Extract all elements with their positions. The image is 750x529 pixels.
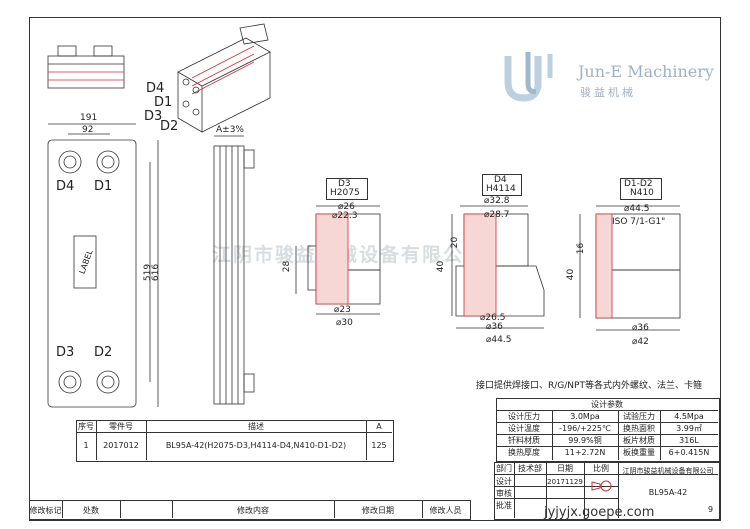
conn-d1d2-dim-1: ⌀44.5 [624,204,650,214]
conn-d1d2-code: N410 [630,188,654,198]
tb-footer-model: 9 [708,505,714,514]
design-params-title: 设计参数 [591,400,623,409]
dim-total-height: 616 [151,263,162,282]
conn-d1d2-tag [620,178,662,200]
conn-d4-tag [482,174,522,196]
conn-d4-dim-1: ⌀32.8 [484,196,510,206]
param-value-2: 4.5Mpa [674,412,704,421]
param-value-6: 316L [679,436,699,445]
conn-d4-dim-5: ⌀26.5 [480,313,506,323]
param-value-8: 6+0.415N [668,448,710,457]
bom-row-part: 2017012 [103,441,139,450]
conn-d4-dim-6: ⌀36 [486,322,503,332]
design-params-table [496,398,720,462]
param-label-5: 钎料材质 [508,436,540,445]
conn-d3-dim-4: ⌀23 [334,305,351,315]
param-label-6: 板片材质 [623,436,655,445]
conn-d3-name: D3 [338,179,351,189]
conn-d4-dim-2: ⌀28.7 [484,210,510,220]
bom-header-a: A [376,422,382,431]
conn-d4-dim-4: 20 [450,236,461,249]
bom-header-desc: 描述 [248,422,264,431]
conn-d1d2-dim-5: ⌀36 [632,323,649,333]
tb-date: 20171129 [547,478,583,486]
side-thickness-label: A±3% [216,125,244,135]
conn-d4-name: D4 [494,175,507,185]
param-value-1: 3.0Mpa [570,412,600,421]
tb-scale-label: 比例 [593,464,609,473]
revision-content: 修改内容 [237,506,269,515]
param-value-5: 99.9%铜 [568,436,602,445]
conn-d3-dim-1: ⌀26 [338,202,355,212]
iso-port-d3: D3 [144,109,163,124]
tb-row-approve: 批准 [496,501,512,510]
dim-port-spacing: 92 [82,125,94,135]
bom-header-part: 零件号 [109,422,133,431]
conn-d3-dim-3: 28 [282,260,293,273]
dim-outer-width: 191 [80,113,98,123]
conn-d1d2-dim-2: ISO 7/1-G1" [612,217,666,227]
title-block [494,462,720,520]
conn-d4-code: H4114 [486,184,516,194]
param-label-8: 板换重量 [623,448,655,457]
bom-table [76,420,394,462]
param-label-2: 试验压力 [623,412,655,421]
tb-company: 江阴市骏益机械设备有限公司 [622,467,714,475]
brand-name-cn: 骏益机械 [580,86,636,99]
sheet-border [29,17,721,521]
conn-d1d2-name: D1-D2 [624,179,653,189]
revision-person: 修改人员 [429,506,462,515]
conn-d1d2-dim-4: 40 [566,268,577,281]
brand-name-en: Jun-E Machinery [578,62,714,81]
tb-tech-label: 技术部 [518,464,542,473]
revision-date: 修改日期 [362,506,394,515]
revision-mark: 修改标记 [29,506,62,515]
param-label-4: 换热面积 [623,424,655,433]
conn-d3-tag [326,178,368,200]
iso-port-d2: D2 [160,119,179,134]
conn-d1d2-dim-6: ⌀42 [632,337,649,347]
bom-row-desc: BL95A-42(H2075-D3,H4114-D4,N410-D1-D2) [165,441,347,450]
iso-port-d1: D1 [154,95,173,110]
conn-d3-code: H2075 [330,188,360,198]
brand-logo-icon [504,52,553,102]
bom-row-a: 125 [371,441,387,450]
tb-model: BL95A-42 [648,488,688,497]
front-port-d2: D2 [94,345,113,360]
front-port-d3: D3 [56,345,75,360]
connection-note: 接口提供焊接口、R/G/NPT等各式内外螺纹、法兰、卡箍 [476,381,702,391]
param-value-4: 3.99㎡ [676,424,702,433]
iso-port-d4: D4 [146,81,165,96]
tb-row-review: 审核 [496,489,512,498]
param-value-3: -196/+225℃ [559,424,611,433]
bom-header-no: 序号 [78,422,94,431]
revision-count: 处数 [83,506,99,515]
param-label-7: 换热厚度 [508,448,540,457]
bom-row-no: 1 [83,441,89,450]
conn-d1d2-dim-3: 16 [576,242,587,255]
conn-d3-dim-2: ⌀22.3 [332,211,358,221]
conn-d3-dim-5: ⌀30 [336,318,353,328]
conn-d4-dim-3: 40 [436,260,447,273]
param-value-7: 11+2.72N [564,448,606,457]
tb-dept-label: 部门 [496,464,512,473]
param-label-3: 设计温度 [508,424,540,433]
conn-d4-dim-7: ⌀44.5 [486,335,512,345]
projection-symbol-icon [591,480,612,492]
front-port-d1: D1 [94,179,113,194]
param-label-1: 设计压力 [508,412,540,421]
front-port-d4: D4 [56,179,75,194]
tb-date-label: 日期 [557,464,573,473]
tb-row-design: 设计 [496,477,512,486]
revision-row [29,500,471,520]
site-mark: jyjyjx.goepe.com [544,505,655,520]
